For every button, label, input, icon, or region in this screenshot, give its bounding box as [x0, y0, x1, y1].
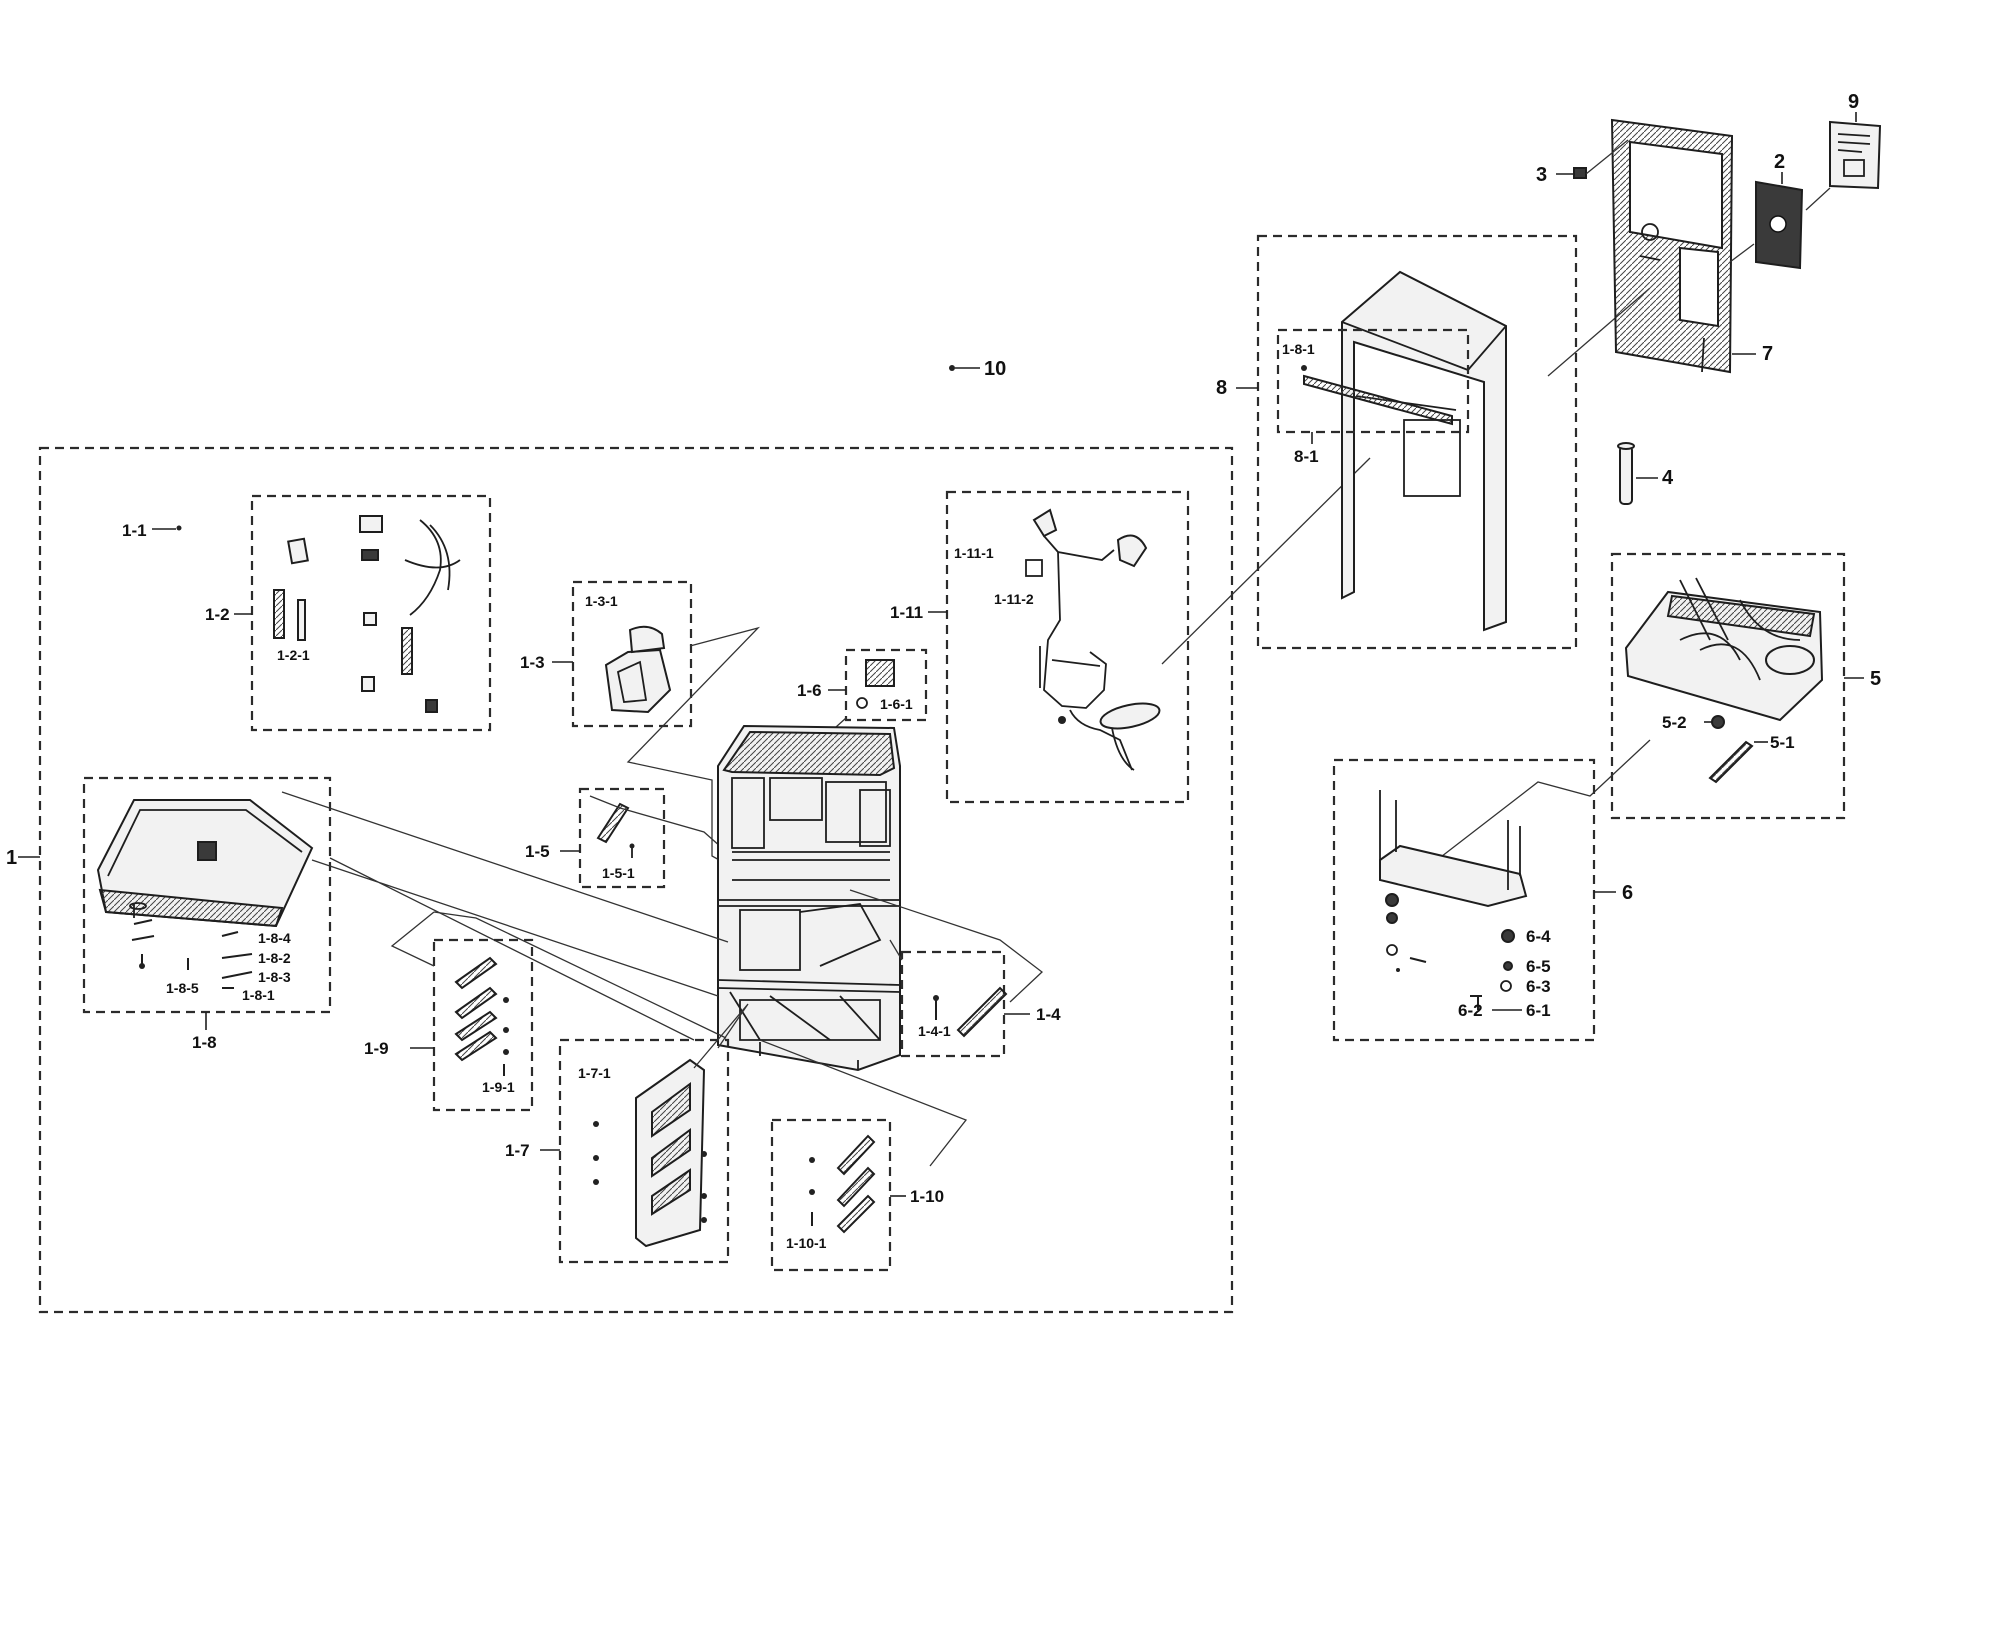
callout-1-6-1: 1-6-1	[880, 696, 913, 712]
callout-6: 6	[1622, 882, 1633, 904]
assembly-1-8-boundary	[82, 776, 332, 1014]
callout-1-8-2: 1-8-2	[258, 950, 291, 966]
callout-1-7-1: 1-7-1	[578, 1065, 611, 1081]
callout-8-1-top: 1-8-1	[1282, 341, 1315, 357]
machine-compartment-part	[1624, 577, 1824, 722]
callout-3: 3	[1536, 164, 1547, 186]
assembly-1-boundary	[38, 446, 1234, 1314]
cross-rail-8-1	[1301, 365, 1453, 426]
callout-4: 4	[1662, 467, 1674, 489]
callout-1-8-3: 1-8-3	[258, 969, 291, 985]
callout-1: 1	[6, 847, 17, 869]
callout-1-11-1: 1-11-1	[954, 545, 994, 561]
control-board-parts: 1-2-1	[273, 515, 461, 713]
callout-10: 10	[984, 358, 1006, 380]
callout-1-3-1: 1-3-1	[585, 593, 618, 609]
callout-1-7: 1-7	[505, 1141, 530, 1160]
damper-part	[856, 659, 895, 709]
cabinet-body	[717, 724, 901, 1072]
callout-1-4-1: 1-4-1	[918, 1023, 951, 1039]
callout-1-8-5: 1-8-5	[166, 980, 199, 996]
callout-1-4: 1-4	[1036, 1005, 1061, 1024]
assembly-1-2-boundary	[250, 494, 492, 732]
part-4: 4	[1617, 442, 1674, 505]
shelf-guides-1-9	[454, 956, 509, 1076]
callout-1-9: 1-9	[364, 1039, 389, 1058]
callout-6-4: 6-4	[1526, 927, 1551, 946]
callout-1-5-1: 1-5-1	[602, 865, 635, 881]
assembly-1-7-boundary	[558, 1038, 730, 1264]
part-1-1: 1-1	[122, 521, 182, 540]
base-frame-part	[1379, 790, 1528, 1010]
callout-6-5: 6-5	[1526, 957, 1551, 976]
callout-8: 8	[1216, 377, 1227, 399]
callout-5-2: 5-2	[1662, 713, 1687, 732]
callout-1-11-2: 1-11-2	[994, 591, 1034, 607]
callout-1-1: 1-1	[122, 521, 147, 540]
callout-1-3: 1-3	[520, 653, 545, 672]
part-5-1: 5-1	[1708, 733, 1795, 784]
rail-panel-1-7	[593, 1058, 707, 1248]
callout-1-8: 1-8	[192, 1033, 217, 1052]
callout-1-10: 1-10	[910, 1187, 944, 1206]
assembly-1-5-boundary	[578, 787, 666, 889]
part-3: 3	[1536, 164, 1587, 186]
assembly-1-4-boundary	[900, 950, 1006, 1058]
assembly-1-9-boundary	[432, 938, 534, 1112]
back-panel-7	[1610, 118, 1734, 374]
callout-5-1: 5-1	[1770, 733, 1795, 752]
assembly-8-boundary	[1256, 234, 1578, 650]
callout-1-8-4: 1-8-4	[258, 930, 291, 946]
rail-part-1-4	[933, 986, 1008, 1038]
callout-6-1: 6-1	[1526, 1001, 1551, 1020]
cabinet-outer-case	[1341, 270, 1507, 632]
callout-2: 2	[1774, 151, 1785, 173]
callout-1-2: 1-2	[205, 605, 230, 624]
assembly-8-1-boundary	[1276, 328, 1470, 434]
callout-1-9-1: 1-9-1	[482, 1079, 515, 1095]
callout-1-11: 1-11	[890, 603, 923, 622]
assembly-1-3-boundary	[571, 580, 693, 728]
callout-1-8-1: 1-8-1	[242, 987, 275, 1003]
callout-9: 9	[1848, 91, 1859, 113]
assembly-1-11-boundary	[945, 490, 1190, 804]
ice-duct-part	[604, 625, 672, 714]
part-10: 10	[949, 358, 1006, 380]
callout-1-5: 1-5	[525, 842, 550, 861]
callout-6-2: 6-2	[1458, 1001, 1483, 1020]
part-5-2: 5-2	[1662, 713, 1725, 732]
part-2: 2	[1755, 151, 1804, 270]
callout-1-2-1: 1-2-1	[277, 647, 310, 663]
callout-1-10-1: 1-10-1	[786, 1235, 827, 1251]
shelf-guides-1-10	[809, 1134, 876, 1234]
callout-5: 5	[1870, 668, 1881, 690]
callout-8-1: 8-1	[1294, 447, 1319, 466]
rail-part-1-5	[596, 802, 635, 858]
assembly-5-boundary	[1610, 552, 1846, 820]
callout-7: 7	[1762, 343, 1773, 365]
callout-6-3: 6-3	[1526, 977, 1551, 996]
refrigerant-tubing-part	[1025, 508, 1161, 771]
part-9: 9	[1829, 91, 1882, 190]
drawer-cover-part	[96, 799, 314, 989]
callout-1-6: 1-6	[797, 681, 822, 700]
